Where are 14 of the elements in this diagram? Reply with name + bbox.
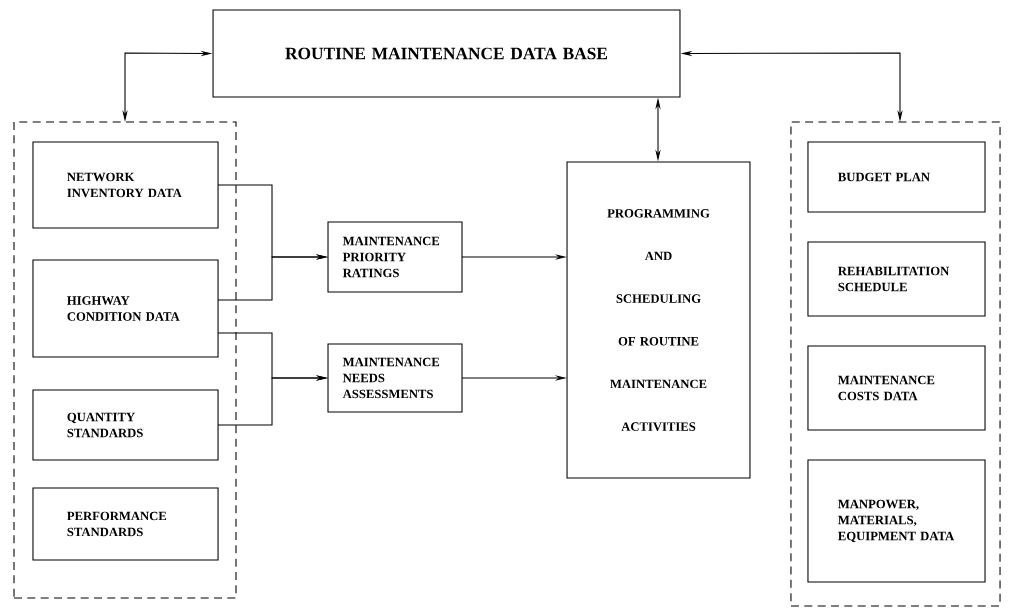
process-box: REHABILITATION SCHEDULE (807, 241, 986, 317)
process-box: PROGRAMMING AND SCHEDULING OF ROUTINE MAINTENANCE ACTIVITIES (566, 161, 751, 479)
process-box: BUDGET PLAN (807, 141, 986, 213)
process-box: HIGHWAY CONDITION DATA (32, 259, 219, 358)
dashed-group-frame (13, 121, 237, 599)
title-box: ROUTINE MAINTENANCE DATA BASE (212, 9, 681, 98)
process-box: MAINTENANCE NEEDS ASSESSMENTS (327, 343, 463, 413)
dashed-group-frame (790, 121, 1001, 607)
process-box: MAINTENANCE COSTS DATA (807, 345, 986, 431)
process-box: QUANTITY STANDARDS (32, 389, 219, 461)
process-box: PERFORMANCE STANDARDS (32, 487, 219, 561)
process-box: MAINTENANCE PRIORITY RATINGS (327, 221, 463, 293)
process-box: NETWORK INVENTORY DATA (32, 141, 219, 229)
process-box: MANPOWER, MATERIALS, EQUIPMENT DATA (807, 459, 986, 583)
